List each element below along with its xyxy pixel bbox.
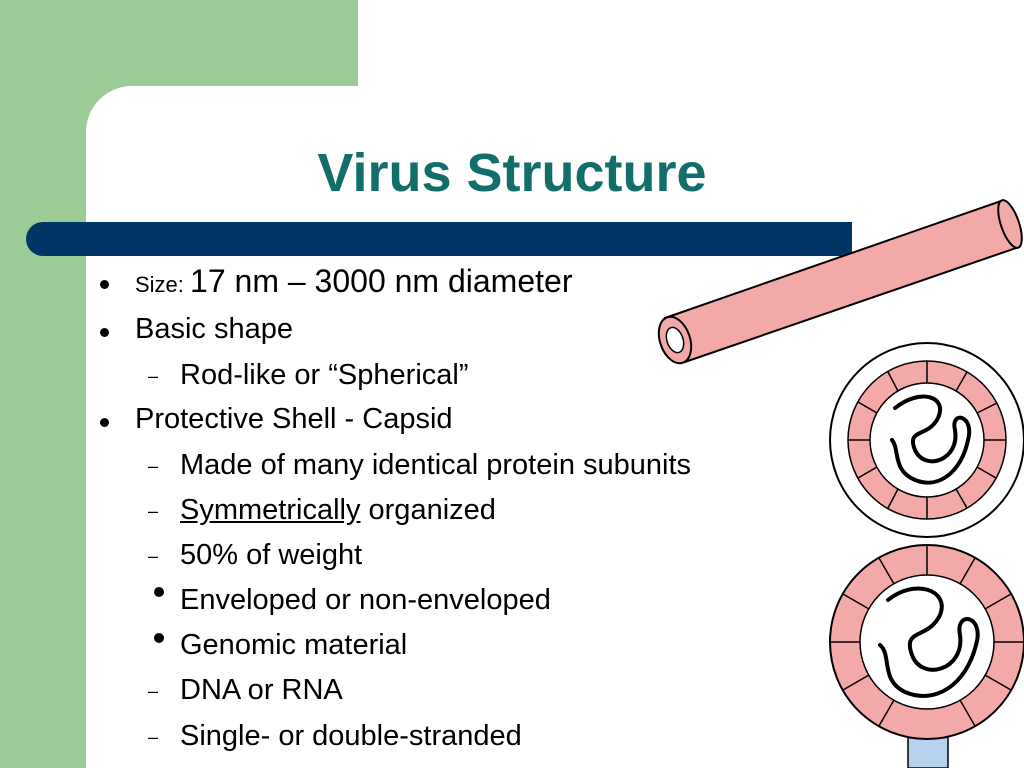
title-divider-bar bbox=[26, 222, 852, 256]
non-enveloped-virus-icon bbox=[829, 544, 1024, 768]
slide-title: Virus Structure bbox=[317, 143, 707, 203]
enveloped-virus-icon bbox=[829, 342, 1024, 538]
rod-virus-icon bbox=[657, 199, 1023, 365]
